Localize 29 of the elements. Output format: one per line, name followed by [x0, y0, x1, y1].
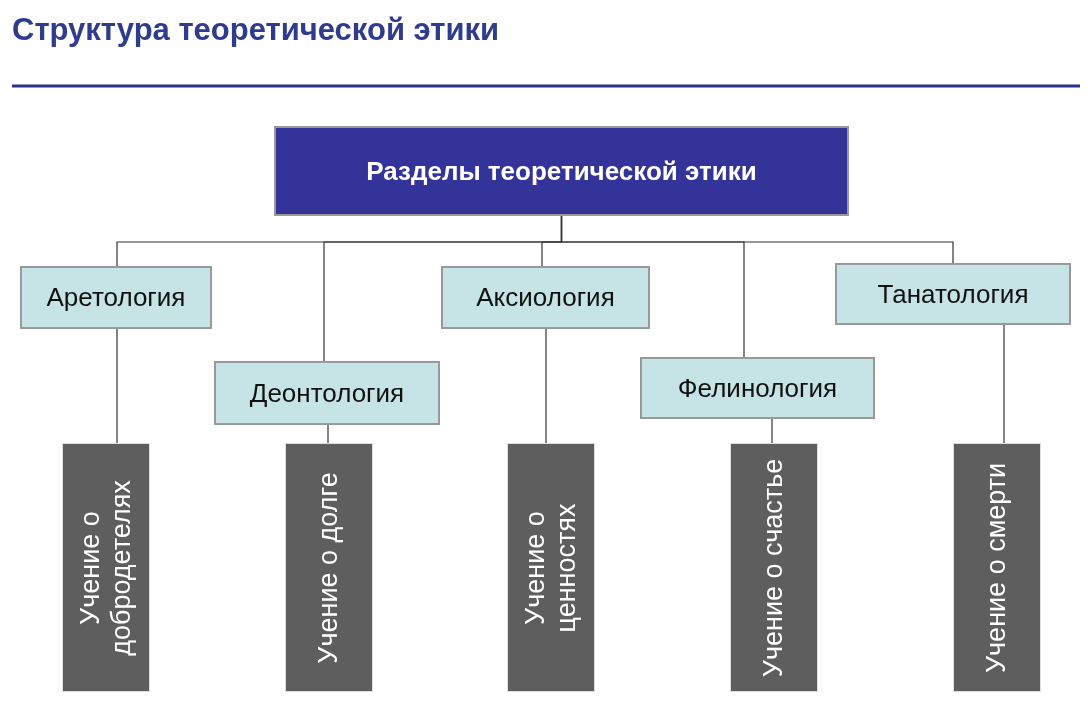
section-header-box	[274, 126, 849, 216]
subsection-box	[441, 266, 650, 329]
subsection-box	[214, 361, 440, 425]
connector-line	[327, 424, 329, 444]
node-label: Деонтология	[249, 377, 405, 409]
subsection-box	[640, 357, 875, 419]
subsection-box	[20, 266, 212, 329]
connector-line	[1003, 324, 1005, 444]
connector-line	[116, 328, 118, 444]
node-label: Учение о смерти	[981, 461, 1013, 675]
node-label: Танатология	[877, 278, 1029, 310]
node-label: Учение о добродетелях	[74, 478, 137, 658]
diagram-title: Структура теоретической этики	[12, 12, 500, 48]
node-label: Фелинология	[677, 372, 838, 404]
subsection-box	[835, 263, 1071, 325]
node-label: Разделы теоретической этики	[366, 155, 757, 187]
node-label: Аретология	[46, 282, 186, 313]
node-label: Учение о счастье	[758, 457, 790, 679]
node-label: Учение о долге	[313, 470, 345, 666]
doctrine-box	[62, 443, 150, 692]
connector-line	[771, 418, 773, 444]
connector-line	[560, 215, 954, 264]
doctrine-box	[285, 443, 373, 692]
doctrine-box	[953, 443, 1041, 692]
node-label: Учение о ценностях	[519, 502, 582, 634]
doctrine-box	[730, 443, 818, 692]
node-label: Аксиология	[476, 282, 615, 313]
doctrine-box	[507, 443, 595, 692]
connector-line	[545, 328, 547, 444]
